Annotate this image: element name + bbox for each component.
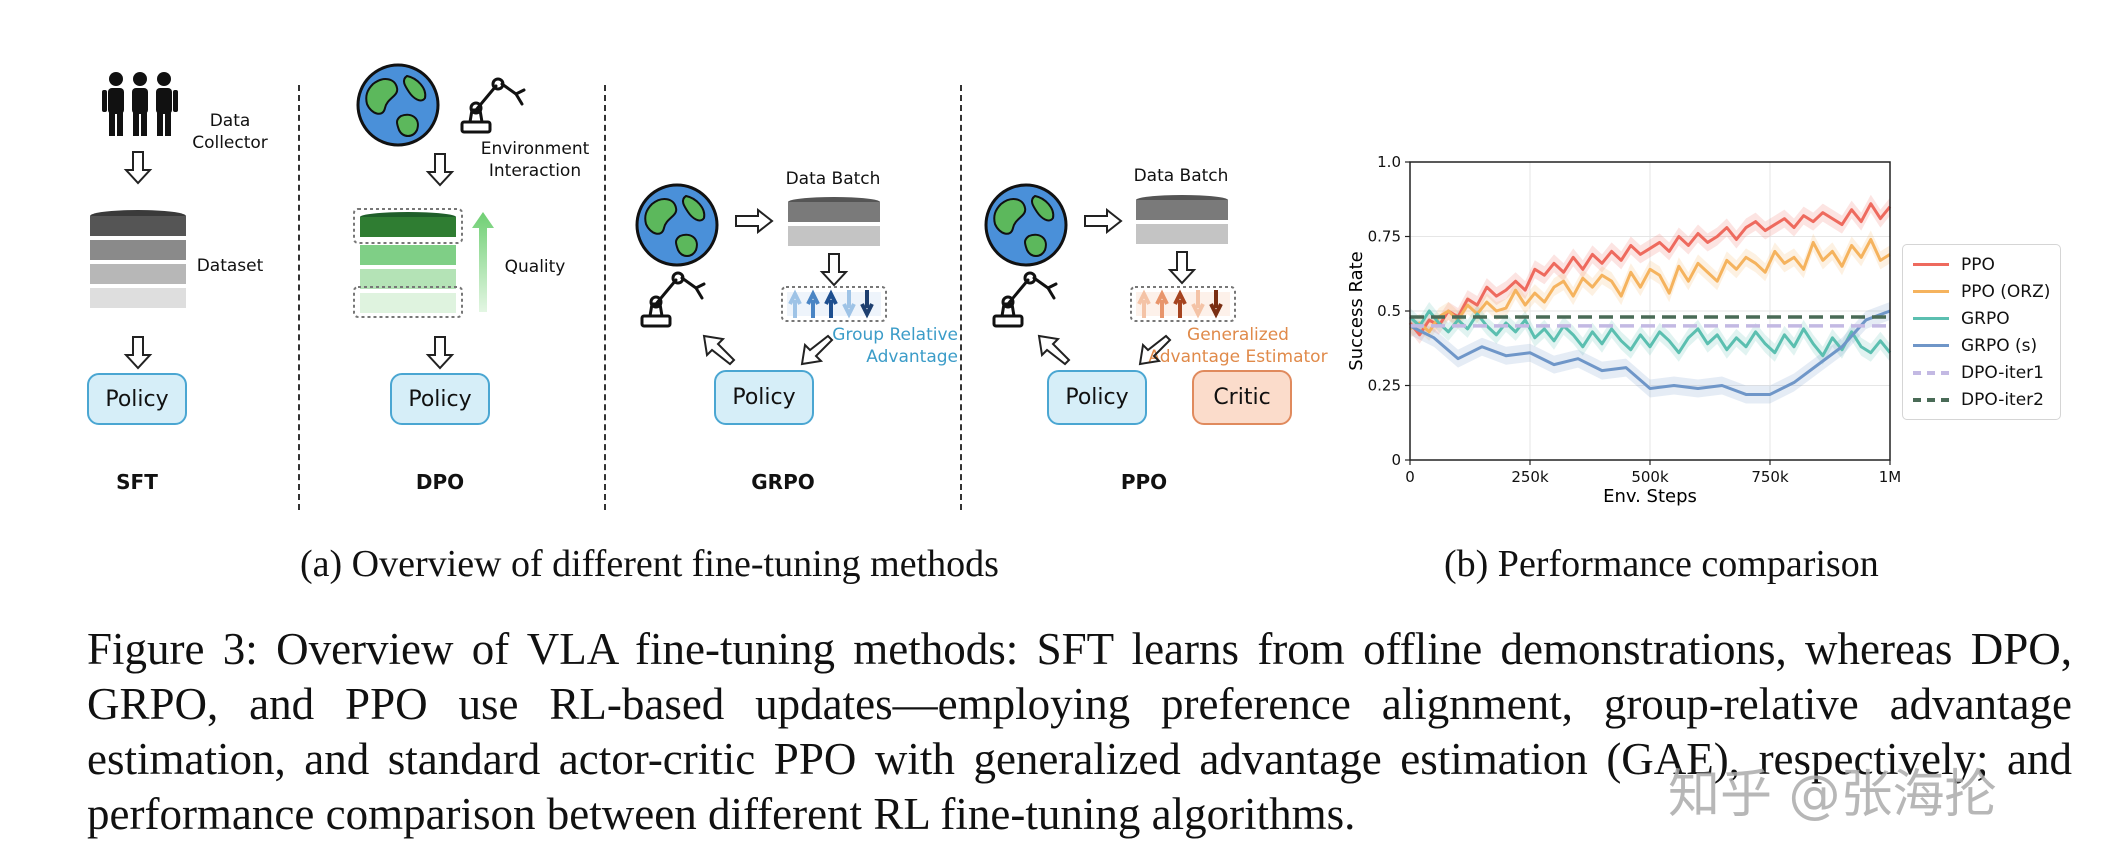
group-advantage-arrows-icon bbox=[781, 286, 887, 322]
globe-icon bbox=[356, 63, 440, 147]
y-tick-label: 1.0 bbox=[1377, 153, 1401, 171]
legend-item: PPO (ORZ) bbox=[1913, 278, 2050, 305]
x-tick-label: 500k bbox=[1631, 468, 1669, 486]
x-tick-label: 250k bbox=[1511, 468, 1549, 486]
group-relative-advantage-label: Group Relative Advantage bbox=[832, 325, 958, 367]
legend-swatch bbox=[1913, 344, 1949, 347]
grpo-data-batch-label: Data Batch bbox=[785, 169, 881, 189]
panel-a-caption: (a) Overview of different fine-tuning me… bbox=[300, 543, 999, 585]
legend-item: GRPO (s) bbox=[1913, 332, 2050, 359]
x-tick-label: 750k bbox=[1751, 468, 1789, 486]
globe-icon bbox=[984, 183, 1068, 267]
robot-arm-icon bbox=[460, 77, 526, 134]
separator-grpo-ppo bbox=[960, 85, 962, 510]
quality-dataset-icon bbox=[353, 208, 463, 318]
generalized-advantage-arrows-icon bbox=[1130, 286, 1236, 322]
quality-label: Quality bbox=[504, 257, 566, 277]
legend-item: GRPO bbox=[1913, 305, 2050, 332]
down-arrow-icon bbox=[1167, 251, 1197, 285]
legend-label: DPO-iter2 bbox=[1961, 389, 2044, 410]
series-band bbox=[1410, 194, 1890, 344]
dpo-policy-box: Policy bbox=[390, 373, 490, 425]
x-tick-label: 0 bbox=[1405, 468, 1415, 486]
legend-item: DPO-iter2 bbox=[1913, 386, 2050, 413]
diagonal-up-arrow-icon bbox=[702, 334, 736, 366]
legend-swatch bbox=[1913, 317, 1949, 320]
separator-sft-dpo bbox=[298, 85, 300, 510]
data-collector-label: Data Collector bbox=[192, 111, 268, 153]
down-arrow-icon bbox=[425, 153, 455, 187]
legend-label: PPO bbox=[1961, 254, 1995, 275]
ppo-critic-box: Critic bbox=[1192, 370, 1292, 425]
legend-label: GRPO (s) bbox=[1961, 335, 2038, 356]
diagonal-arrow-icon bbox=[800, 334, 834, 366]
legend-item: DPO-iter1 bbox=[1913, 359, 2050, 386]
ppo-policy-box: Policy bbox=[1047, 370, 1147, 425]
right-arrow-icon bbox=[735, 208, 774, 234]
figure-caption: Figure 3: Overview of VLA fine-tuning me… bbox=[87, 624, 2072, 839]
series-line bbox=[1408, 202, 1892, 337]
legend-label: PPO (ORZ) bbox=[1961, 281, 2051, 302]
legend-item: PPO bbox=[1913, 251, 2050, 278]
sft-method-label: SFT bbox=[116, 470, 158, 494]
grpo-method-label: GRPO bbox=[751, 470, 815, 494]
quality-up-arrow-icon bbox=[472, 212, 494, 312]
data-batch-icon bbox=[788, 197, 880, 246]
series-line bbox=[1409, 237, 1891, 334]
globe-icon bbox=[635, 183, 719, 267]
legend-swatch bbox=[1913, 370, 1949, 375]
robot-arm-icon bbox=[992, 271, 1058, 328]
legend-swatch bbox=[1913, 290, 1949, 293]
down-arrow-icon bbox=[425, 336, 455, 370]
panel-b-caption: (b) Performance comparison bbox=[1444, 543, 1879, 585]
generalized-advantage-label: Generalized Advantage Estimator bbox=[1148, 325, 1328, 367]
y-tick-label: 0.25 bbox=[1368, 377, 1401, 395]
series-band bbox=[1410, 302, 1890, 404]
down-arrow-icon bbox=[123, 336, 153, 370]
x-tick-label: 1M bbox=[1879, 468, 1902, 486]
dataset-icon bbox=[90, 210, 186, 308]
right-arrow-icon bbox=[1084, 208, 1123, 234]
dpo-method-label: DPO bbox=[415, 470, 465, 494]
down-arrow-icon bbox=[819, 253, 849, 287]
environment-interaction-label: Environment Interaction bbox=[480, 139, 590, 181]
y-axis-label: Success Rate bbox=[1346, 251, 1367, 370]
dataset-label: Dataset bbox=[196, 256, 264, 276]
grpo-policy-box: Policy bbox=[714, 370, 814, 425]
ppo-method-label: PPO bbox=[1120, 470, 1168, 494]
watermark: 知乎 @张海抡 bbox=[1668, 765, 1997, 825]
diagonal-arrow-icon bbox=[1138, 334, 1172, 366]
legend-swatch bbox=[1913, 397, 1949, 402]
diagonal-up-arrow-icon bbox=[1037, 334, 1071, 366]
data-batch-icon bbox=[1136, 195, 1228, 244]
performance-chart: 0 250k 500k 750k 1M 0 0.25 0.5 0.75 1.0 Env. Step… bbox=[1346, 153, 1902, 507]
x-axis-label: Env. Steps bbox=[1603, 486, 1697, 507]
series-band bbox=[1410, 230, 1890, 341]
people-icon bbox=[102, 72, 178, 136]
chart-ticks: 0 250k 500k 750k 1M 0 0.25 0.5 0.75 1.0 bbox=[1368, 153, 1902, 486]
chart-lines bbox=[1408, 202, 1892, 396]
legend-label: GRPO bbox=[1961, 308, 2010, 329]
series-line bbox=[1409, 309, 1891, 396]
y-tick-label: 0.5 bbox=[1377, 302, 1401, 320]
y-tick-label: 0 bbox=[1391, 451, 1401, 469]
y-tick-label: 0.75 bbox=[1368, 228, 1401, 246]
separator-dpo-grpo bbox=[604, 85, 606, 510]
legend-swatch bbox=[1913, 263, 1949, 266]
down-arrow-icon bbox=[123, 151, 153, 185]
legend-label: DPO-iter1 bbox=[1961, 362, 2044, 383]
series-line bbox=[1408, 309, 1892, 358]
robot-arm-icon bbox=[640, 271, 706, 328]
ppo-data-batch-label: Data Batch bbox=[1133, 166, 1229, 186]
sft-policy-box: Policy bbox=[87, 373, 187, 425]
